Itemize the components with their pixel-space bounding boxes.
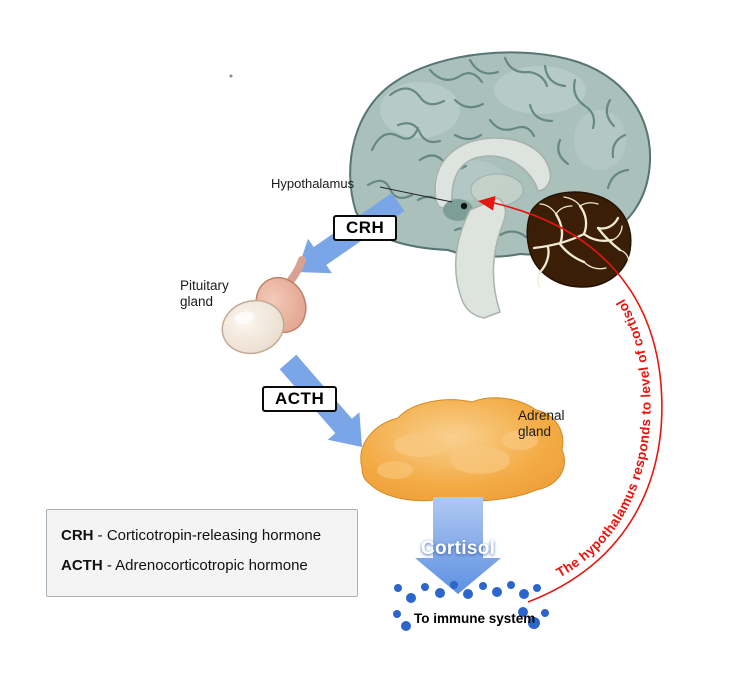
- feedback-arrowhead: [478, 196, 496, 211]
- legend-acth-abbr: ACTH: [61, 557, 103, 574]
- hypothalamus-pointer-line: [379, 186, 453, 203]
- legend-acth-def: - Adrenocorticotropic hormone: [102, 557, 308, 574]
- arbor-vitae: [532, 196, 630, 288]
- pituitary-gland-label: Pituitary gland: [180, 278, 229, 309]
- pituitary-illustration: [221, 256, 307, 355]
- crh-label-box: CRH: [333, 215, 398, 241]
- hypothalamus-dot: [460, 202, 468, 210]
- brainstem: [454, 197, 507, 319]
- feedback-arrow-line: [493, 202, 663, 603]
- feedback-text: The hypothalamus responds to level of co…: [554, 296, 654, 580]
- stray-dot: [229, 74, 233, 78]
- cerebellum: [526, 191, 632, 288]
- legend-crh-def: - Corticotropin-releasing hormone: [93, 527, 322, 544]
- adrenal-gland-label: Adrenal gland: [518, 408, 565, 439]
- acth-label-box: ACTH: [262, 386, 338, 412]
- legend-acth-line: ACTH - Adrenocorticotropic hormone: [61, 557, 343, 587]
- cortisol-dots: [393, 581, 549, 631]
- cortisol-arrow: [415, 497, 501, 594]
- adrenal-illustration: [360, 397, 565, 503]
- hypothalamus-label: Hypothalamus: [271, 176, 355, 191]
- immune-system-label: To immune system: [414, 611, 536, 626]
- legend-box: CRH - Corticotropin-releasing hormone AC…: [46, 509, 358, 597]
- legend-crh-line: CRH - Corticotropin-releasing hormone: [61, 527, 343, 557]
- legend-crh-abbr: CRH: [61, 527, 94, 544]
- cortisol-label: Cortisol: [421, 538, 496, 559]
